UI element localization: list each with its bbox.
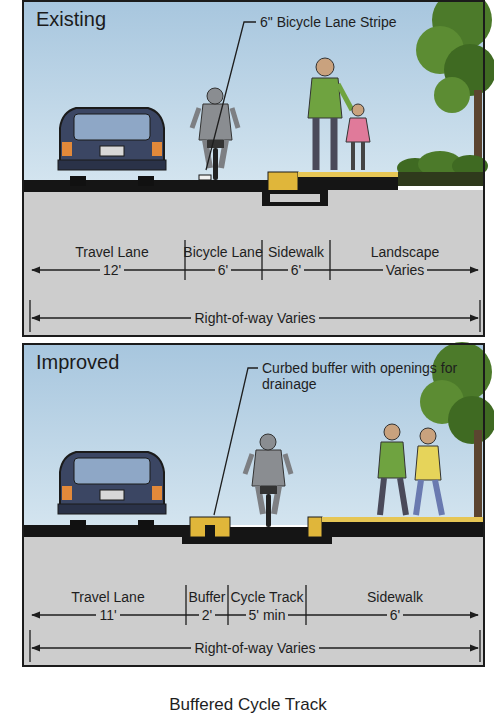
sidewalk-slab: [298, 176, 398, 190]
leader-line: [206, 22, 256, 170]
cycle-track: [230, 527, 310, 537]
ground: [22, 190, 485, 336]
curb: [308, 517, 322, 537]
pedestrians: [378, 424, 442, 515]
sidewalk: [298, 172, 398, 177]
lane-stripe: [199, 175, 211, 180]
cyclist: [245, 434, 291, 527]
section-panel: Existing: [22, 0, 485, 337]
slab: [182, 537, 332, 544]
dimension-value: Right-of-way Varies: [191, 310, 318, 326]
caption: Buffered Cycle Track: [169, 695, 326, 715]
dimension-label: Travel Lane: [75, 244, 148, 260]
car: [58, 452, 166, 530]
dimension-value: 5' min: [246, 607, 289, 623]
dimension-label: Travel Lane: [71, 589, 144, 605]
dimension-value: 11': [96, 607, 119, 623]
dimension-value: Varies: [383, 262, 428, 278]
pedestrians: [308, 58, 370, 170]
sky: [22, 0, 485, 180]
dimension-lines: [30, 585, 480, 662]
dimension-lines: [30, 240, 480, 332]
curbed-buffer: [190, 517, 230, 537]
section-heading: Existing: [36, 8, 106, 31]
dimension-value: 6': [288, 262, 304, 278]
dimension-label: Bicycle Lane: [183, 244, 262, 260]
ground: [22, 537, 485, 666]
section-heading: Improved: [36, 351, 119, 374]
shrubs: [397, 151, 488, 186]
sidewalk: [322, 517, 485, 522]
road: [22, 525, 192, 537]
callout-note: Curbed buffer with openings for drainage: [262, 360, 462, 392]
dimension-value: 6': [387, 607, 403, 623]
dimension-label: Sidewalk: [367, 589, 423, 605]
drain-opening: [270, 194, 320, 202]
dimension-value: 6': [215, 262, 231, 278]
leader-line: [214, 368, 258, 515]
dimension-label: Landscape: [371, 244, 440, 260]
dimension-label: Sidewalk: [268, 244, 324, 260]
drain-opening: [205, 525, 215, 537]
dimension-value: 2': [199, 607, 215, 623]
dimension-value: 12': [100, 262, 124, 278]
dimension-label: Cycle Track: [230, 589, 303, 605]
dimension-label: Buffer: [188, 589, 225, 605]
sky: [22, 344, 485, 525]
callout-note: 6" Bicycle Lane Stripe: [260, 14, 397, 30]
curb: [268, 172, 298, 192]
dimension-value: Right-of-way Varies: [191, 640, 318, 656]
drain: [262, 190, 328, 206]
car: [58, 108, 166, 186]
tree: [416, 0, 494, 172]
